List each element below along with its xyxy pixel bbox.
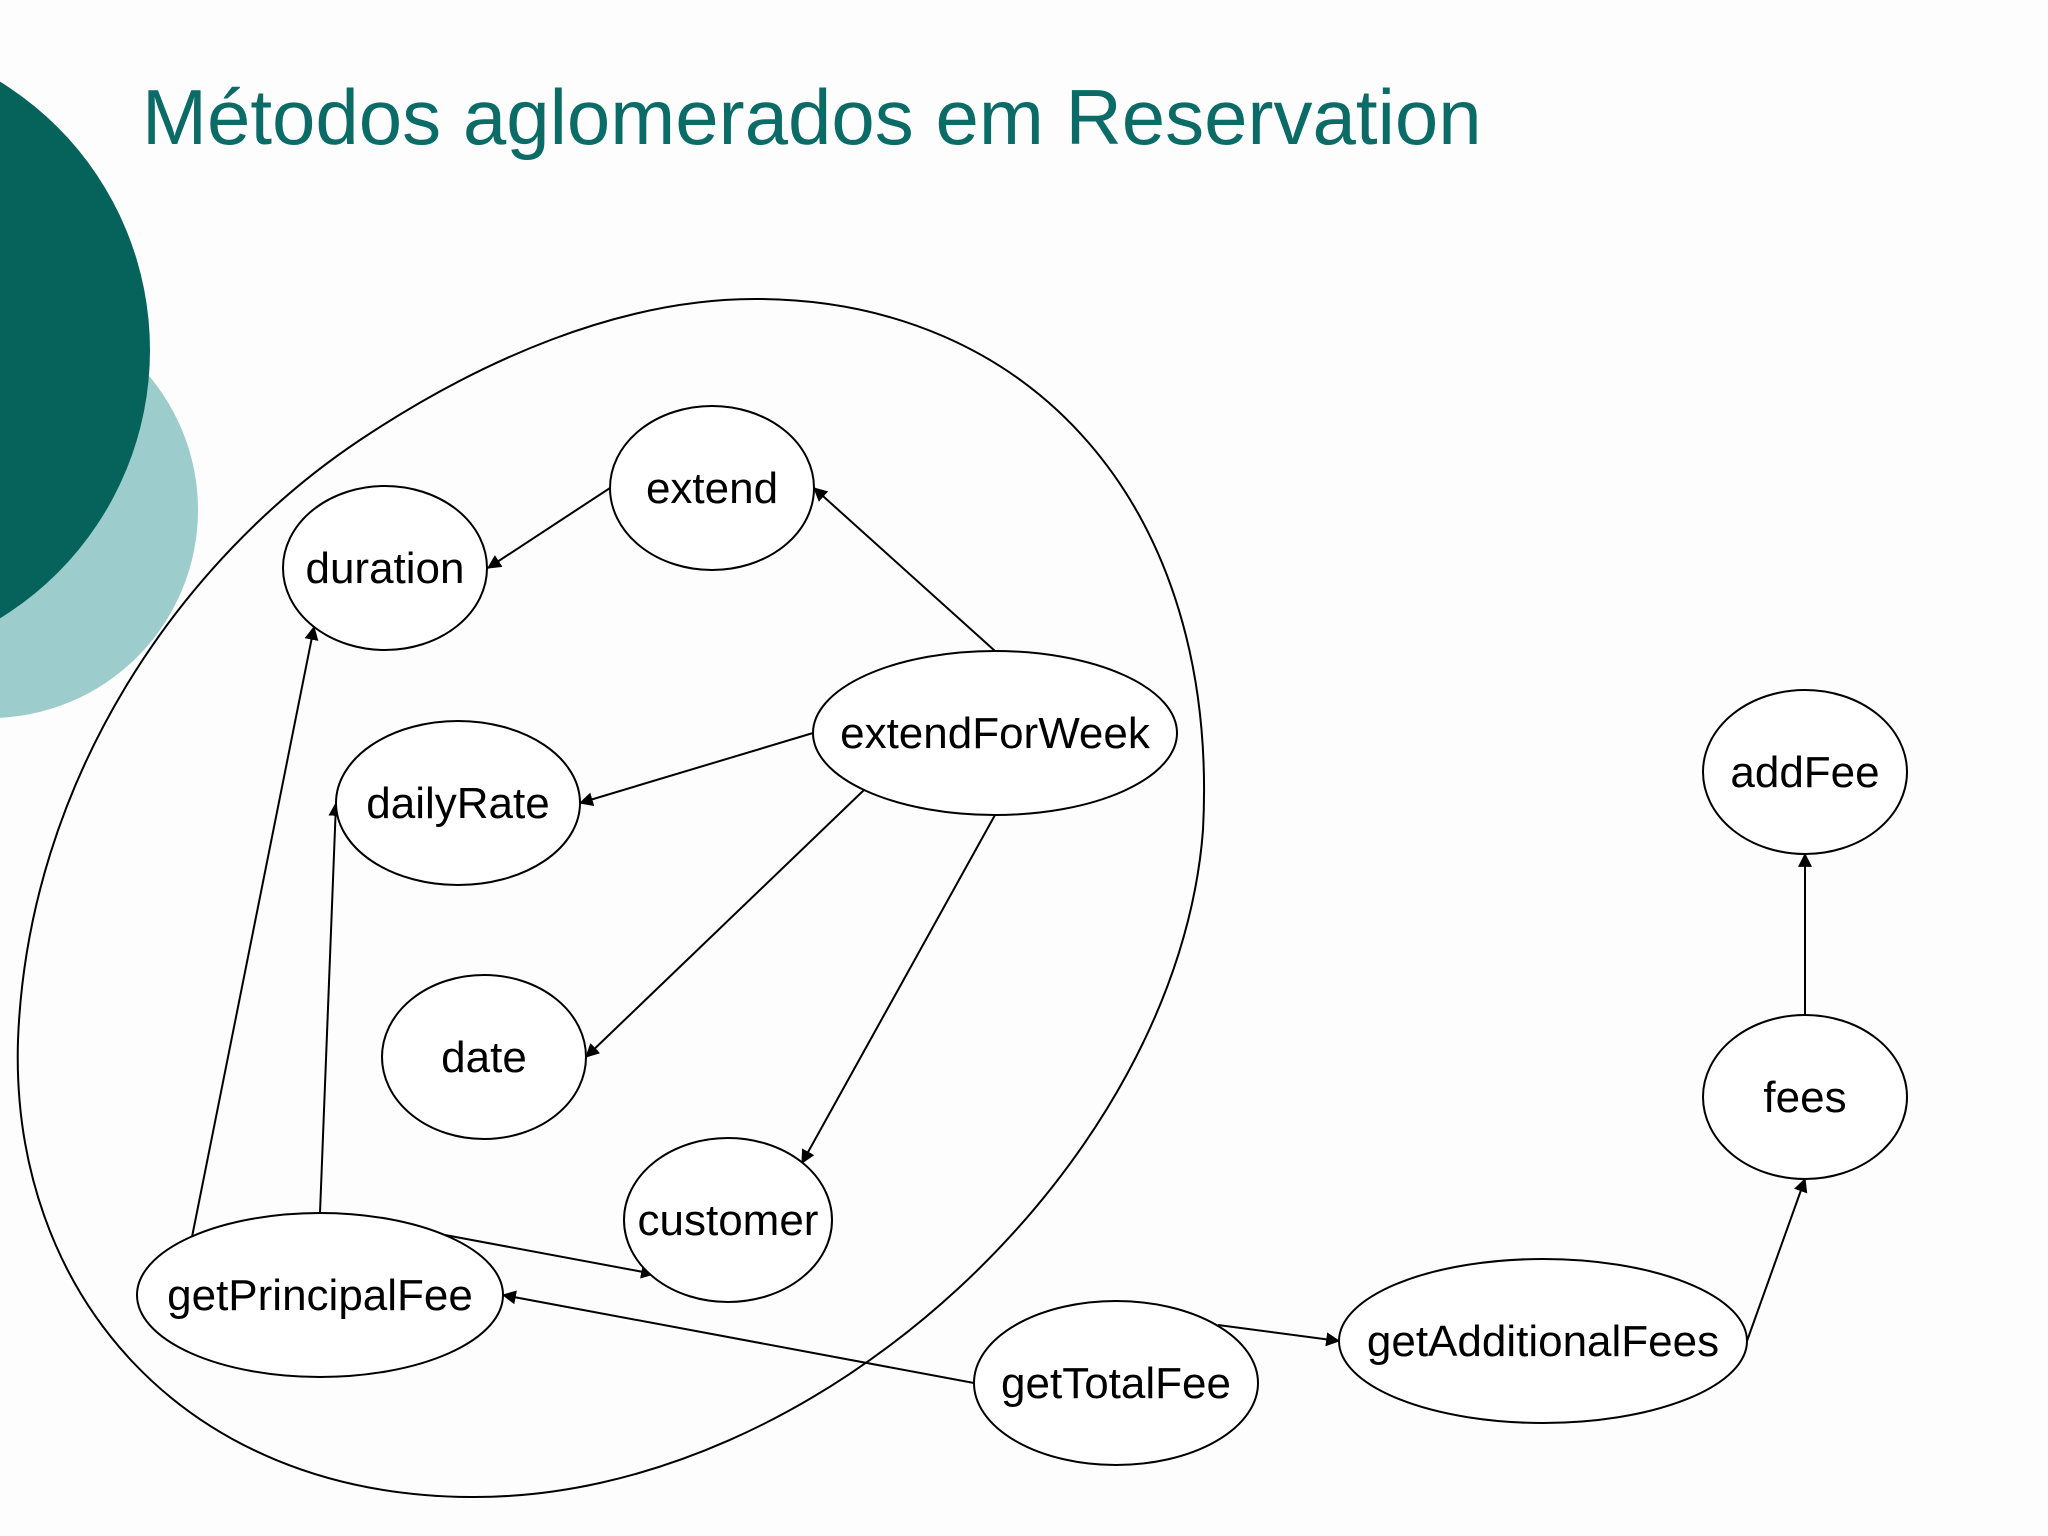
edge-extendForWeek-to-date: [585, 789, 865, 1058]
node-ellipse-getAdditionalFees: [1338, 1258, 1748, 1424]
edge-getPrincipalFee-to-duration: [191, 625, 319, 1238]
node-ellipse-customer: [623, 1137, 833, 1303]
node-dailyRate: dailyRate: [335, 720, 581, 886]
node-label-getPrincipalFee: getPrincipalFee: [167, 1271, 473, 1320]
node-getAdditionalFees: getAdditionalFees: [1338, 1258, 1748, 1424]
node-extendForWeek: extendForWeek: [812, 650, 1178, 816]
edge-getTotalFee-to-getAdditionalFees: [1217, 1324, 1341, 1347]
node-label-extend: extend: [646, 464, 778, 513]
node-label-addFee: addFee: [1730, 748, 1879, 797]
node-ellipse-date: [381, 974, 587, 1140]
node-extend: extend: [609, 405, 815, 571]
nodes-layer: extend duration extendForWeek dailyRate date…: [136, 405, 1908, 1466]
node-fees: fees: [1702, 1014, 1908, 1180]
node-label-fees: fees: [1763, 1073, 1846, 1122]
node-label-getAdditionalFees: getAdditionalFees: [1367, 1317, 1719, 1366]
node-ellipse-extend: [609, 405, 815, 571]
node-ellipse-duration: [282, 485, 488, 651]
cluster-boundary: [16, 297, 1206, 1499]
edge-getPrincipalFee-to-dailyRate: [319, 801, 343, 1214]
node-getTotalFee: getTotalFee: [973, 1300, 1259, 1466]
node-addFee: addFee: [1702, 689, 1908, 855]
edge-getPrincipalFee-to-customer: [444, 1234, 656, 1279]
node-label-customer: customer: [638, 1196, 819, 1245]
slide-title: Métodos aglomerados em Reservation: [142, 73, 1482, 161]
edge-extendForWeek-to-extend: [813, 487, 996, 652]
decorative-circle-dark: [0, 81, 150, 619]
node-getPrincipalFee: getPrincipalFee: [136, 1212, 504, 1378]
node-customer: customer: [623, 1137, 833, 1303]
node-ellipse-extendForWeek: [812, 650, 1178, 816]
node-ellipse-dailyRate: [335, 720, 581, 886]
edge-extendForWeek-to-dailyRate: [578, 732, 814, 807]
node-ellipse-getTotalFee: [973, 1300, 1259, 1466]
node-label-date: date: [441, 1033, 527, 1082]
node-ellipse-addFee: [1702, 689, 1908, 855]
node-date: date: [381, 974, 587, 1140]
edges-layer: [191, 487, 1812, 1384]
node-duration: duration: [282, 485, 488, 651]
node-label-extendForWeek: extendForWeek: [840, 709, 1151, 758]
edge-extendForWeek-to-customer: [801, 814, 996, 1165]
edge-extend-to-duration: [487, 487, 611, 569]
node-label-getTotalFee: getTotalFee: [1001, 1359, 1231, 1408]
node-ellipse-fees: [1702, 1014, 1908, 1180]
node-label-dailyRate: dailyRate: [366, 779, 549, 828]
node-label-duration: duration: [305, 544, 464, 593]
node-ellipse-getPrincipalFee: [136, 1212, 504, 1378]
edge-getAdditionalFees-to-fees: [1746, 1177, 1808, 1342]
edge-getTotalFee-to-getPrincipalFee: [501, 1290, 975, 1384]
